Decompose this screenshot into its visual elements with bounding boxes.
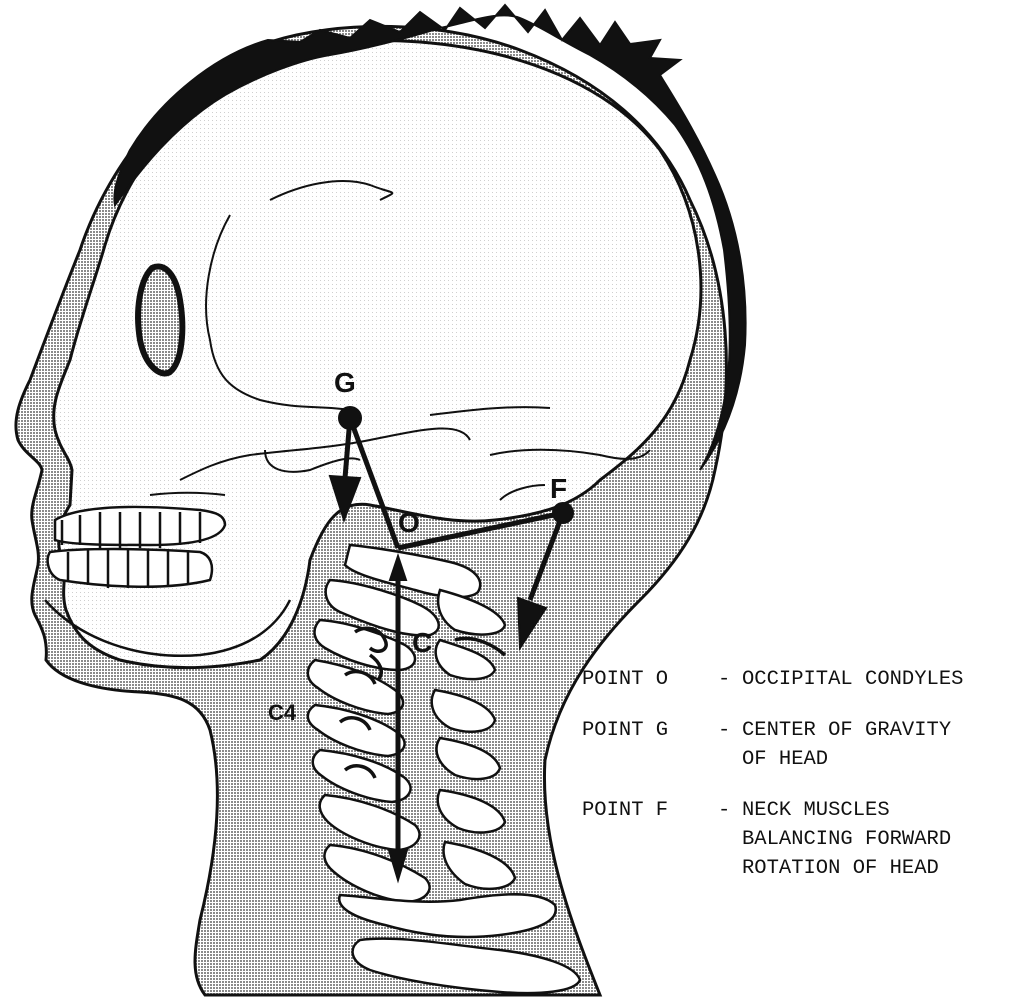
legend-description: OCCIPITAL CONDYLES: [742, 665, 1032, 694]
legend-key: POINT G: [582, 716, 718, 774]
label-c: C: [412, 627, 432, 658]
legend-description-line: NECK MUSCLES: [742, 796, 1032, 825]
legend-dash: -: [718, 716, 742, 774]
legend-description-line: ROTATION OF HEAD: [742, 854, 1032, 883]
legend-dash: -: [718, 796, 742, 883]
g-point: [339, 407, 361, 429]
legend-row: POINT O-OCCIPITAL CONDYLES: [582, 665, 1032, 694]
label-c4: C4: [268, 700, 297, 725]
label-o: O: [398, 507, 420, 538]
label-f: F: [550, 473, 567, 504]
legend-key: POINT O: [582, 665, 718, 694]
legend-description-line: CENTER OF GRAVITY: [742, 716, 1032, 745]
legend-key: POINT F: [582, 796, 718, 883]
legend-dash: -: [718, 665, 742, 694]
eye-socket: [138, 267, 182, 374]
legend-description-line: OF HEAD: [742, 745, 1032, 774]
legend-description-line: BALANCING FORWARD: [742, 825, 1032, 854]
label-g: G: [334, 367, 356, 398]
f-point: [553, 503, 573, 523]
legend-description-line: OCCIPITAL CONDYLES: [742, 665, 1032, 694]
